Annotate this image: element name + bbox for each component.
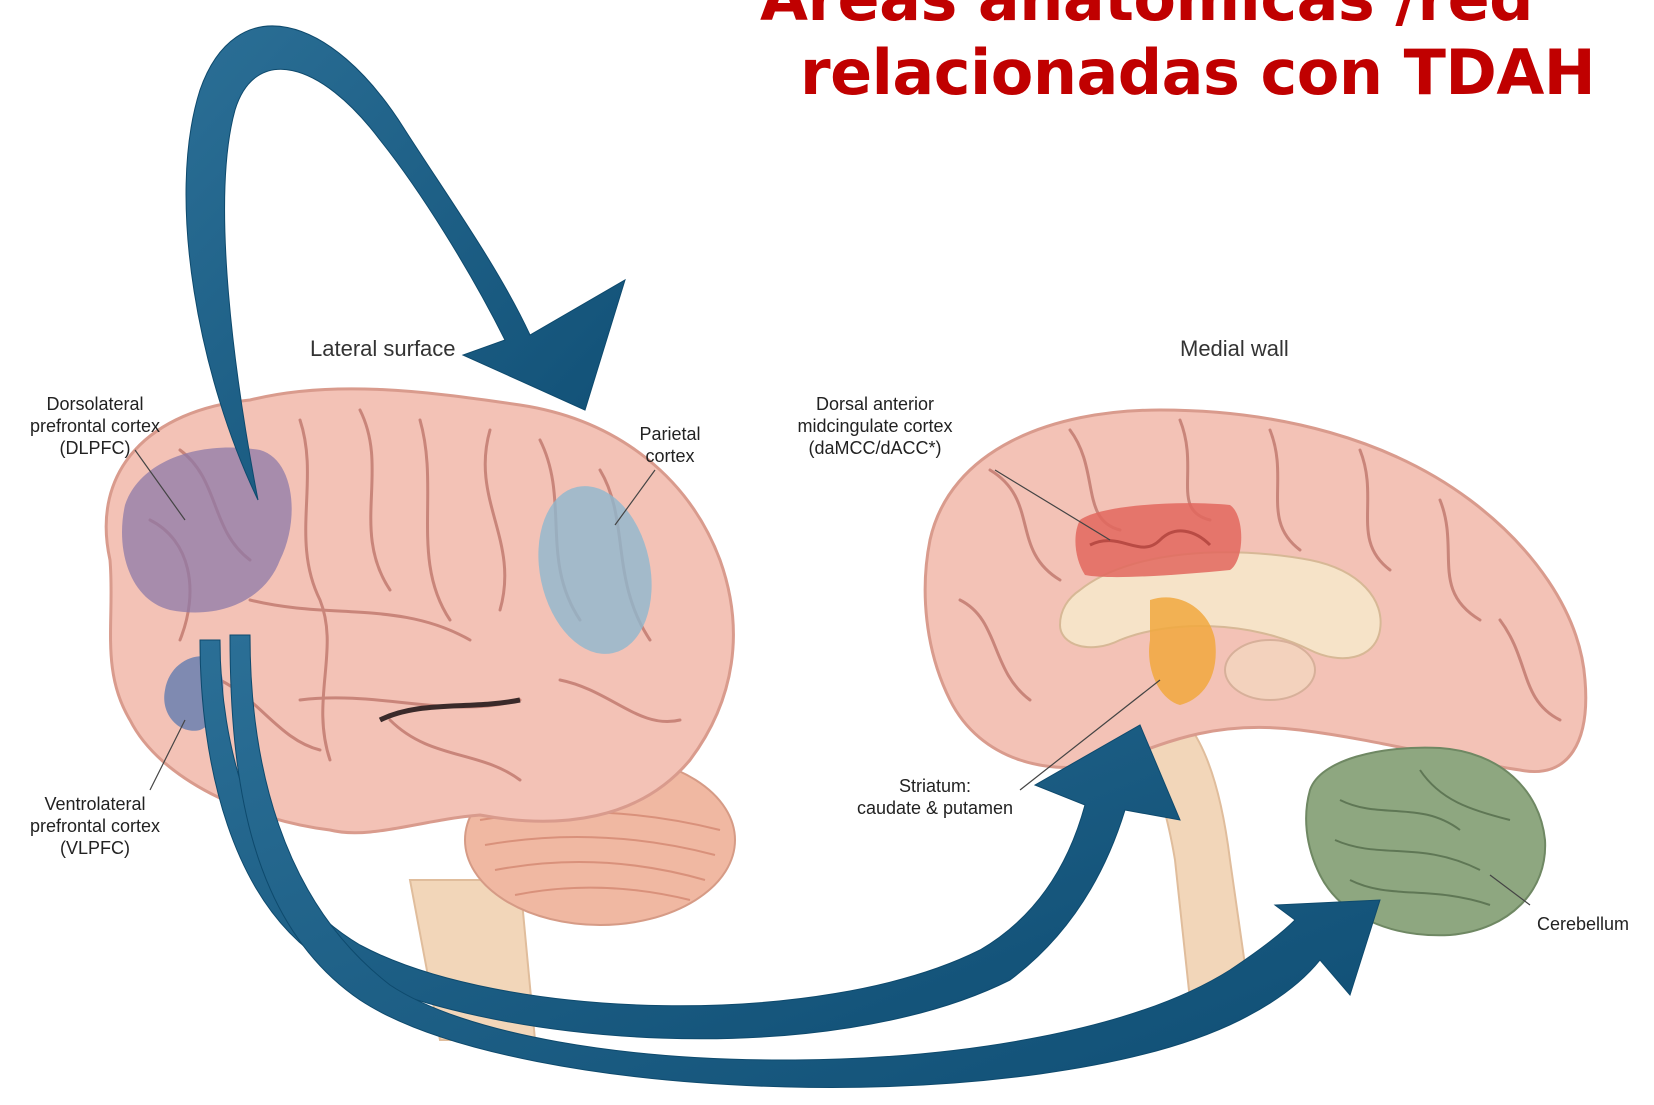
title-line-1: Áreas anatómicas /red [760, 0, 1534, 35]
label-parietal-cortex: Parietal cortex [625, 423, 715, 467]
label-vlpfc-line-3: (VLPFC) [59, 838, 130, 858]
label-vlpfc: Ventrolateral prefrontal cortex (VLPFC) [10, 793, 180, 859]
label-vlpfc-line-2: prefrontal cortex [29, 816, 161, 836]
label-striatum-line-2: caudate & putamen [856, 798, 1014, 818]
medial-brain [923, 408, 1588, 1001]
network-arrows [185, 25, 1381, 1088]
label-damcc-line-2: midcingulate cortex [797, 416, 953, 436]
label-cerebellum: Cerebellum [1536, 914, 1630, 934]
label-damcc-line-3: (daMCC/dACC*) [808, 438, 942, 458]
label-vlpfc-line-1: Ventrolateral [44, 794, 146, 814]
title-line-2: relacionadas con TDAH [800, 36, 1596, 109]
label-dlpfc-line-2: prefrontal cortex [29, 416, 161, 436]
lateral-surface-heading: Lateral surface [310, 336, 456, 361]
label-dlpfc-line-3: (DLPFC) [59, 438, 131, 458]
label-damcc: Dorsal anterior midcingulate cortex (daM… [780, 393, 970, 459]
page-title: Áreas anatómicas /red relacionadas con T… [760, 0, 1654, 110]
label-striatum: Striatum: caudate & putamen [840, 775, 1030, 819]
label-striatum-line-1: Striatum: [898, 776, 972, 796]
lateral-brain [104, 387, 736, 1041]
medial-wall-heading: Medial wall [1180, 336, 1289, 361]
label-dlpfc: Dorsolateral prefrontal cortex (DLPFC) [10, 393, 180, 459]
label-damcc-line-1: Dorsal anterior [815, 394, 935, 414]
label-dlpfc-line-1: Dorsolateral [46, 394, 144, 414]
label-parietal-line-1: Parietal [639, 424, 701, 444]
label-parietal-line-2: cortex [645, 446, 695, 466]
